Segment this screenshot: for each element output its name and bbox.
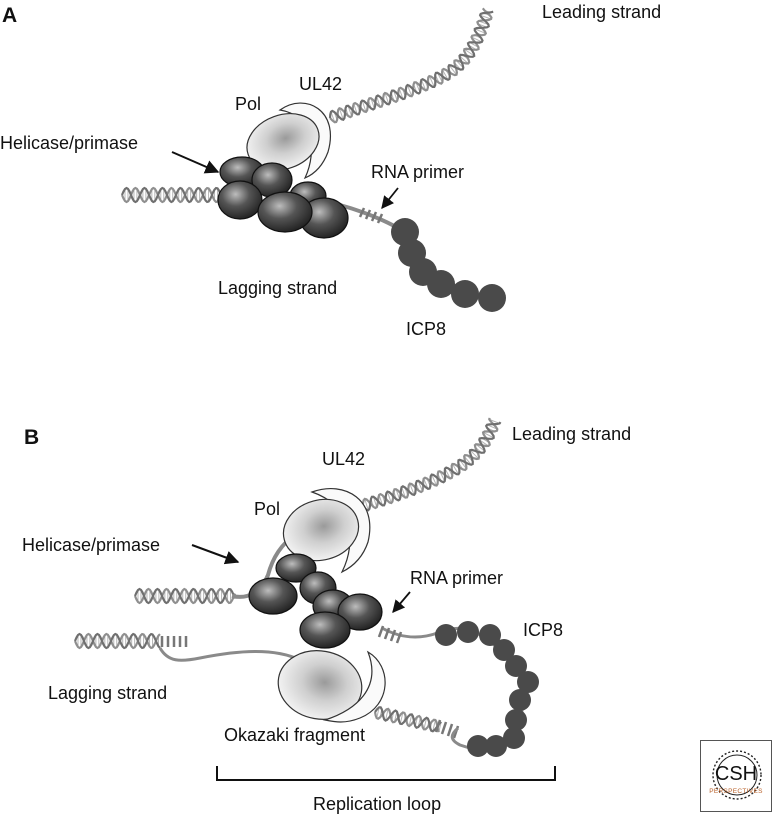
helix-rung: [384, 92, 390, 105]
panel-a-ul42-label: UL42: [299, 74, 342, 94]
panel-b-lagging-primer-ticks: [160, 636, 188, 647]
panel-b-helicase-primase-complex: [248, 553, 383, 649]
panel-a-pol-label: Pol: [235, 94, 261, 114]
panel-a-leading-strand-label: Leading strand: [542, 2, 661, 22]
panel-a-helicase-primase-label: Helicase/primase: [0, 133, 138, 153]
panel-b-icp8-label: ICP8: [523, 620, 563, 640]
panel-a-leading-dna: [328, 7, 494, 124]
panel-a-pol: [246, 113, 320, 171]
panel-b-ul42-label: UL42: [322, 449, 365, 469]
panel-b-parental-to-complex-strand: [231, 533, 297, 599]
helix-rung: [407, 84, 413, 97]
logo-main-text: CSH: [714, 763, 758, 785]
helix-rung: [464, 48, 475, 57]
panel-a-helicase-primase-complex: [217, 156, 349, 239]
panel-b-pol-label: Pol: [254, 499, 280, 519]
panel-a-letter: A: [2, 4, 17, 27]
helix-rung: [432, 719, 436, 732]
panel-b-ul42-bottom-clamp: [322, 650, 386, 723]
helix-backbone: [328, 10, 494, 121]
panel-b-leading-dna: [353, 417, 502, 514]
helix-rung: [451, 463, 459, 475]
helix-backbone: [133, 587, 237, 605]
panel-a-icp8-chain: [391, 218, 506, 312]
helix-rung: [364, 498, 369, 511]
panel-b-icp8-chain: [435, 621, 539, 757]
helix-backbone: [133, 587, 237, 605]
helix-rung: [338, 108, 344, 120]
helix-backbone: [353, 421, 502, 512]
panel-b-lagging-dna: [73, 632, 161, 650]
helix-rung: [361, 100, 367, 113]
helix-rung: [431, 474, 438, 486]
panel-a-lagging-strand-label: Lagging strand: [218, 278, 337, 298]
panel-a-helicase-arrow: [171, 151, 220, 174]
helix-rung: [471, 36, 483, 43]
panel-b-helicase-primase-label: Helicase/primase: [22, 535, 160, 555]
helix-rung: [442, 69, 449, 81]
panel-b-rna-primer-ticks: [377, 625, 403, 644]
helix-guide: [355, 420, 495, 508]
panel-a-parental-dna: [120, 186, 224, 204]
panel-a-icp8-label: ICP8: [406, 319, 446, 339]
helix-backbone: [120, 186, 224, 204]
panel-b-okazaki-fragment-label: Okazaki fragment: [224, 725, 365, 745]
helix-backbone: [329, 7, 493, 124]
helix-backbone: [73, 632, 161, 650]
panel-b-helicase-arrow: [191, 544, 240, 565]
panel-a: A: [0, 2, 661, 339]
csh-perspectives-logo: CSH PERSPECTIVES: [700, 740, 772, 812]
helix-rung: [408, 714, 413, 727]
panel-b-lagging-strand-label: Lagging strand: [48, 683, 167, 703]
helix-rung: [474, 28, 487, 34]
panel-b-pol-bottom: [277, 650, 363, 720]
panel-a-rna-primer-arrow: [381, 187, 399, 209]
helix-rung: [399, 712, 404, 724]
panel-b-okazaki-dna: [373, 706, 442, 733]
panel-b-replication-loop-bracket: [216, 766, 556, 781]
helix-rung: [428, 75, 435, 88]
panel-b-pol-top: [282, 498, 360, 562]
panel-a-rna-primer-ticks: [358, 207, 384, 224]
helix-rung: [459, 55, 469, 64]
helix-rung: [398, 88, 404, 100]
helix-rung: [469, 449, 479, 460]
helix-rung: [448, 64, 457, 75]
panel-b-leading-strand-label: Leading strand: [512, 424, 631, 444]
helix-rung: [409, 483, 415, 496]
helix-backbone: [120, 186, 224, 204]
panel-b-replication-loop-label: Replication loop: [313, 794, 441, 814]
helix-rung: [386, 491, 392, 504]
helix-rung: [479, 14, 492, 20]
logo-helix-ring-icon: [712, 750, 762, 800]
helix-backbone: [374, 706, 442, 733]
panel-b-letter: B: [24, 426, 39, 449]
panel-a-rna-primer-label: RNA primer: [371, 162, 464, 182]
logo-sub-text: PERSPECTIVES: [709, 788, 763, 795]
panel-b-lagging-template-strand: [158, 647, 301, 662]
panel-b-parental-dna: [133, 587, 237, 605]
helix-rung: [384, 708, 389, 721]
panel-b-rna-primer-arrow: [392, 591, 411, 613]
helix-rung: [482, 431, 494, 439]
panel-b: B: [22, 417, 631, 814]
panel-b-rna-primer-label: RNA primer: [410, 568, 503, 588]
helix-backbone: [73, 632, 161, 650]
helix-rung: [423, 717, 428, 730]
